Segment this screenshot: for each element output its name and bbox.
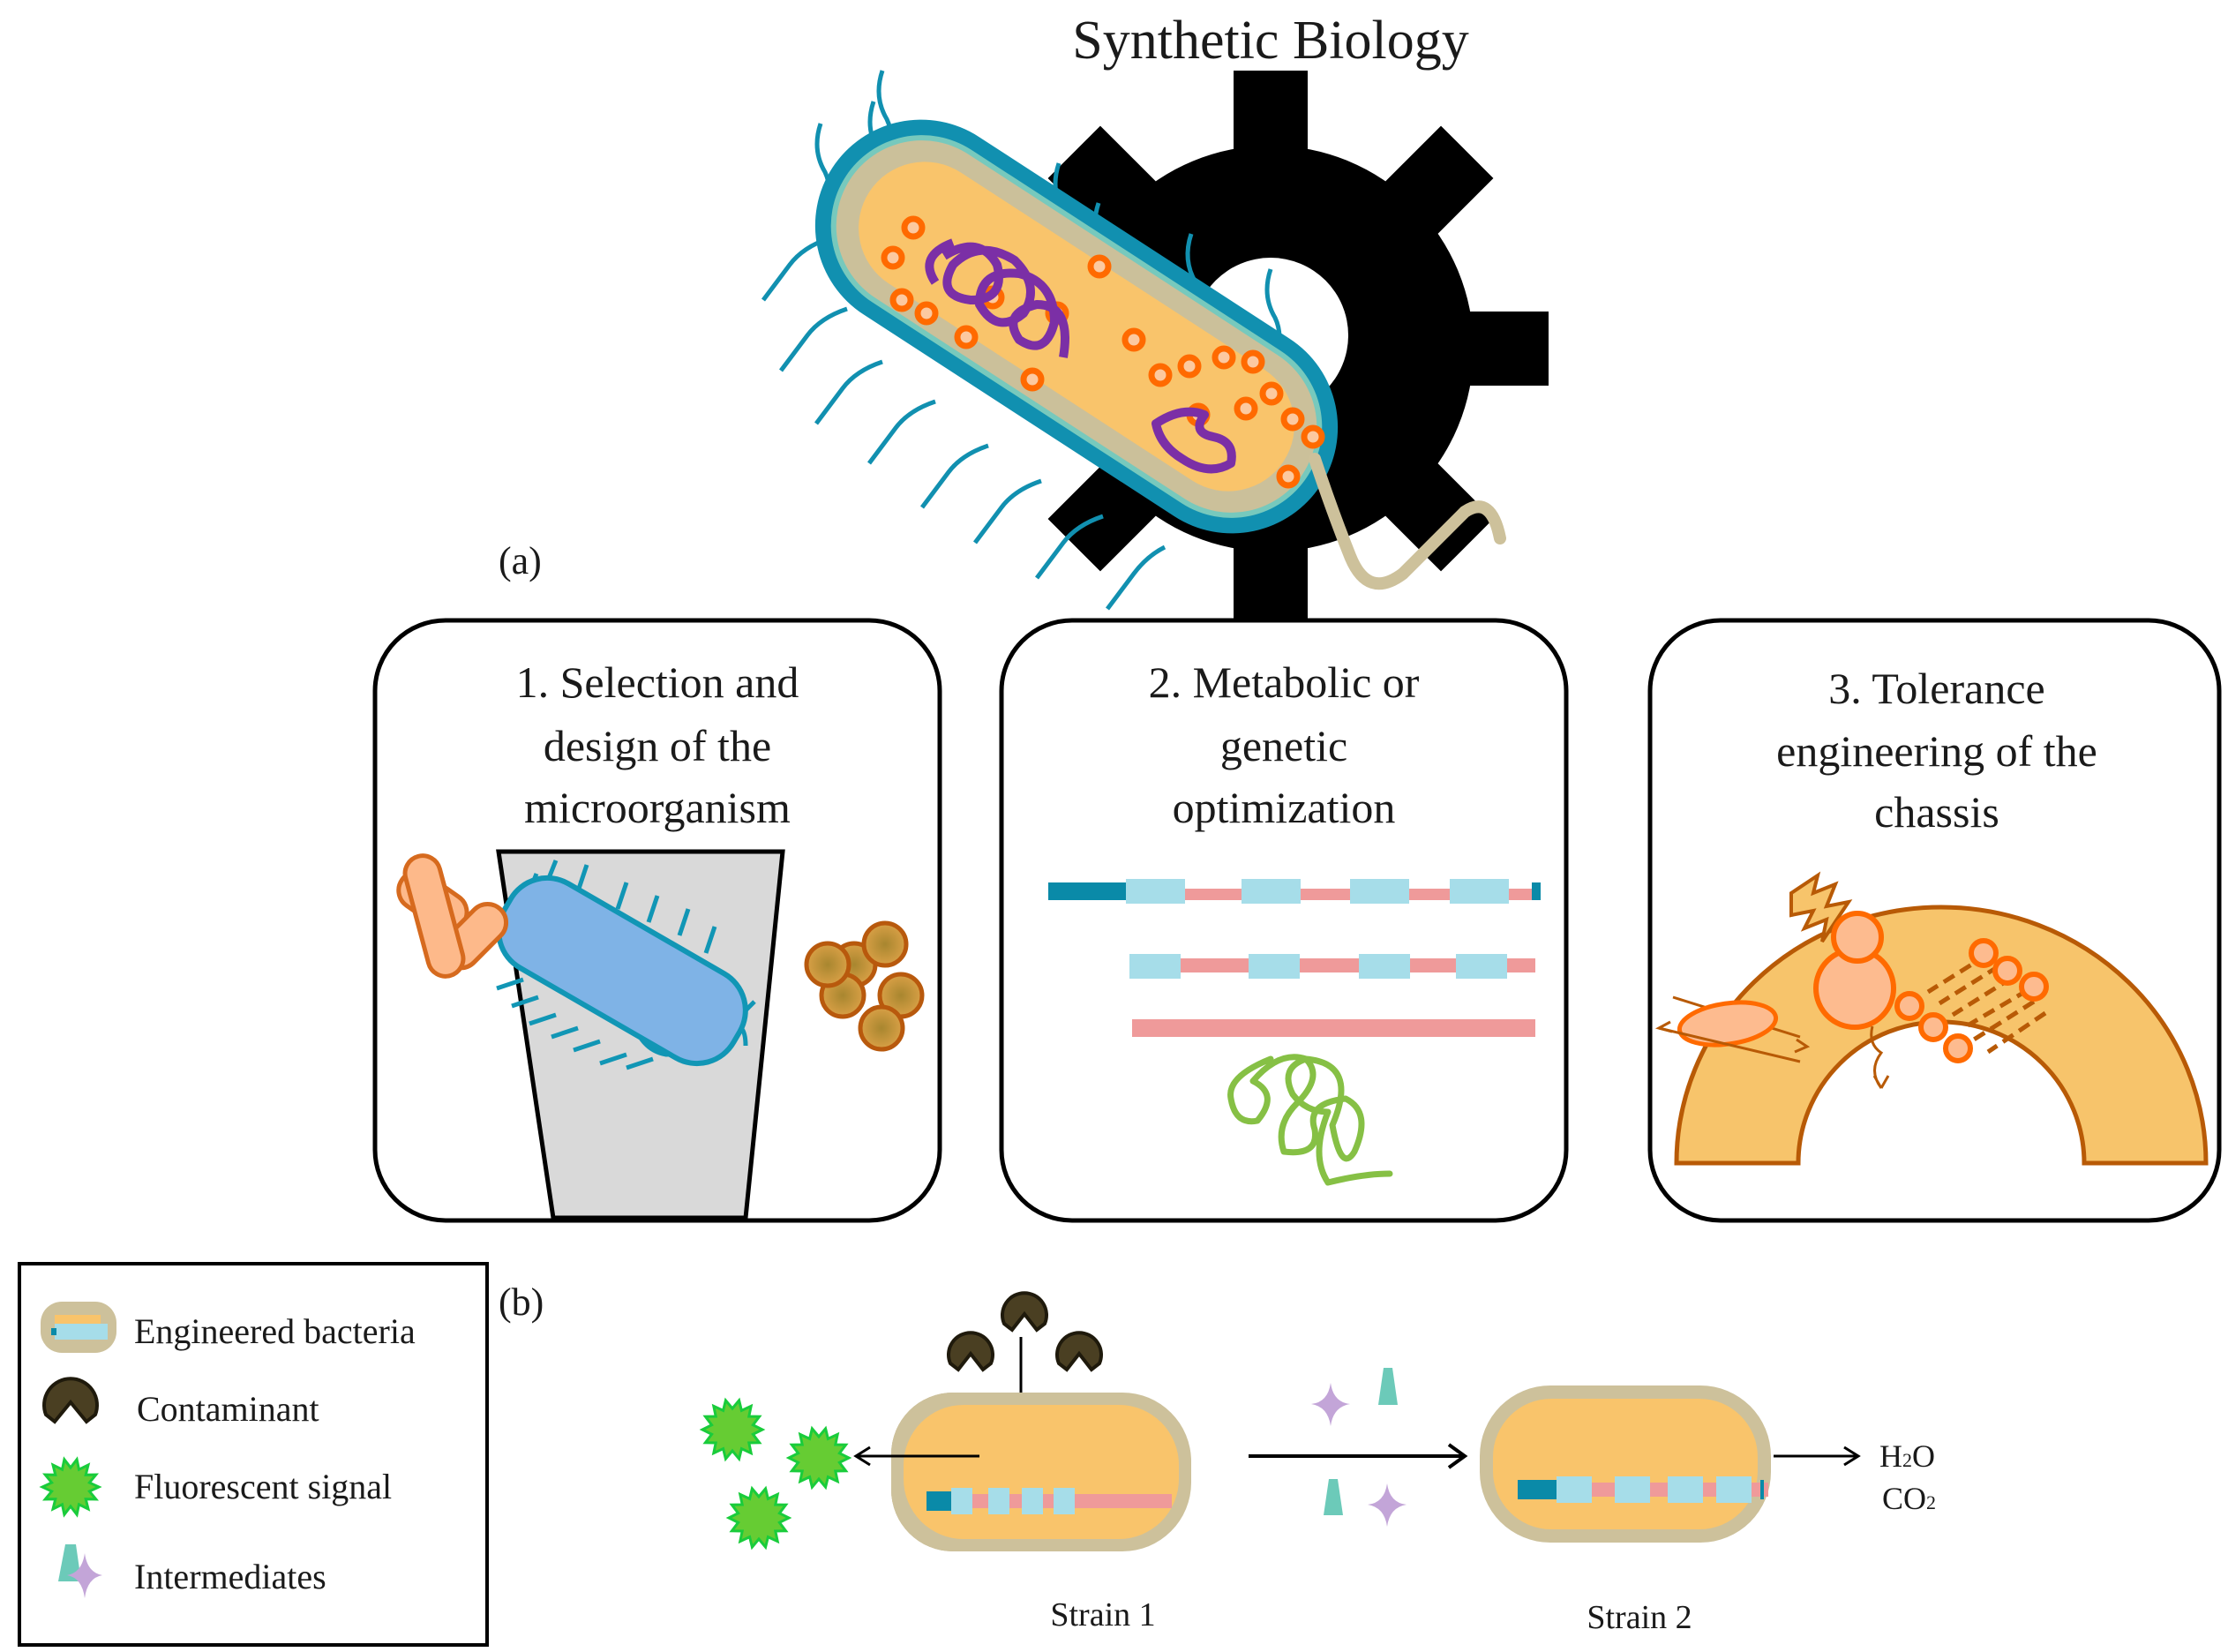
strain-2-gene [1518,1476,1768,1503]
step-1-card: 1. Selection and design of the microorga… [372,618,942,1223]
panel-a-label: (a) [499,539,542,582]
step-2-title-line-2: genetic [1220,721,1347,770]
legend-label-intermediates: Intermediates [134,1557,326,1596]
step-1-title-line-1: 1. Selection and [516,657,799,707]
fluorescent-burst [725,1485,792,1551]
stress-lightning-icon [1789,871,1853,943]
step-2-card: 2. Metabolic or genetic optimization [999,618,1569,1223]
step-3-title-line-1: 3. Tolerance [1828,664,2044,713]
step-2-title-line-3: optimization [1173,783,1396,832]
legend-label-engineered-bacteria: Engineered bacteria [134,1311,416,1351]
product-water: H2O [1879,1438,1935,1474]
intermediates-icon [58,1544,102,1598]
selected-bacterium-icon [496,860,756,1070]
gene-single [1132,1019,1535,1037]
step-3-title-line-2: engineering of the [1776,726,2097,776]
membrane-protein-icon [1813,911,1896,1030]
step-1-title-line-3: microorganism [524,783,791,832]
bacterium-illustration [761,70,1506,611]
legend-label-fluorescent-signal: Fluorescent signal [134,1467,392,1506]
step-1-title-line-2: design of the [544,721,771,770]
flagellum-icon [1309,453,1506,590]
transporter-icon [1654,995,1811,1063]
legend-label-contaminant: Contaminant [137,1389,319,1429]
step-3-title-line-3: chassis [1874,787,1999,837]
strain-1-label: Strain 1 [1050,1596,1155,1633]
fluorescent-signal-icon [39,1456,102,1518]
efflux-arrow-icon [1870,1025,1890,1089]
fluorescent-burst [785,1425,852,1491]
strain-2-cell [1480,1385,1771,1543]
cocci-bacteria-icon [804,920,925,1052]
membrane-arch-icon [1674,905,2209,1166]
gene-operon-full [1048,879,1541,904]
fluorescent-signal-icon [699,1397,852,1551]
strain-1-gene [926,1488,1172,1514]
figure-title: Synthetic Biology [1072,11,1469,71]
vesicles-icon [881,215,1325,489]
step-3-card: 3. Tolerance engineering of the chassis [1647,618,2222,1223]
green-dna-icon [1227,1054,1393,1186]
lipid-bilayer-icon [1894,938,2049,1063]
step-2-title-line-1: 2. Metabolic or [1149,657,1420,707]
fluorescent-burst [699,1397,766,1462]
dna-icon [925,238,1236,474]
intermediates-icon [1311,1368,1407,1527]
panel-b-pathway: Strain 1 [699,1291,1936,1636]
legend: Engineered bacteria Contaminant Fluoresc… [18,1262,489,1647]
contaminant-icon [42,1377,99,1424]
rod-bacteria-icon [396,853,509,979]
panel-b-label: (b) [499,1280,544,1324]
strain-2-label: Strain 2 [1587,1599,1692,1636]
contaminant-icon [947,1291,1103,1372]
engineered-bacteria-icon [41,1302,116,1353]
gene-operon-partial [1129,954,1535,979]
strain-1-cell [891,1393,1191,1551]
product-co2: CO2 [1882,1481,1936,1516]
